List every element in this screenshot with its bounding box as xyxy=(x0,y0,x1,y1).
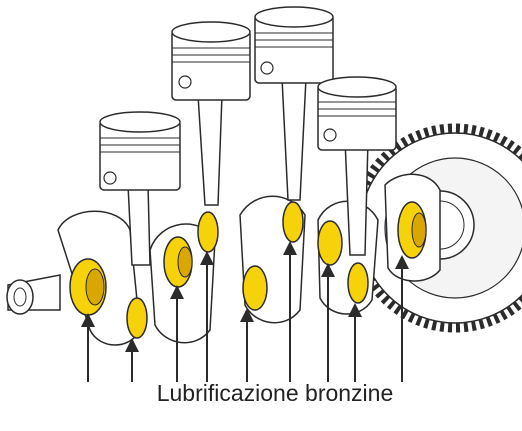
bearings xyxy=(69,201,427,339)
main-bearing-4 xyxy=(317,220,343,266)
lubrication-arrows xyxy=(81,241,409,382)
rod-bearing-4 xyxy=(347,262,369,304)
main-bearing-1 xyxy=(69,258,107,316)
diagram-caption: Lubrificazione bronzine xyxy=(156,380,394,406)
piston-rod-4 xyxy=(317,76,397,256)
piston-rod-1 xyxy=(99,111,181,266)
main-bearing-5 xyxy=(397,201,427,259)
main-bearing-3 xyxy=(242,265,268,311)
rod-bearing-3 xyxy=(282,201,304,243)
main-bearing-2 xyxy=(163,236,193,288)
rod-bearing-2 xyxy=(197,211,219,253)
piston-rod-3 xyxy=(254,6,334,201)
rod-bearing-1 xyxy=(126,297,148,339)
piston-rod-2 xyxy=(171,21,251,206)
